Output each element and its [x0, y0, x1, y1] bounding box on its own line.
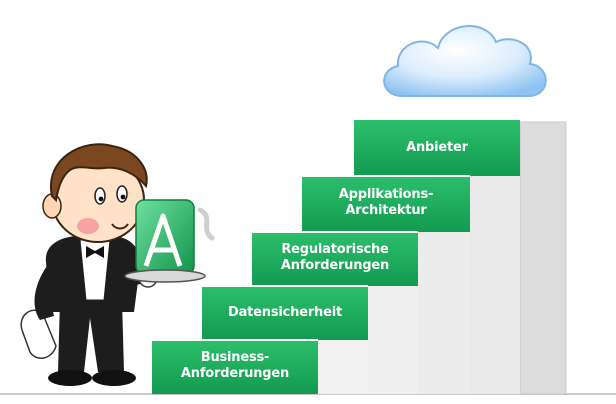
step-label-anbieter: Anbieter — [406, 140, 468, 155]
step-label-applikation: Applikations- Architektur — [338, 187, 434, 218]
step-label-regulatorisch: Regulatorische Anforderungen — [280, 242, 390, 273]
a-logo-icon — [124, 199, 215, 283]
step-anbieter — [354, 120, 520, 176]
step-datensicherheit — [202, 286, 368, 340]
waiter-icon — [20, 143, 158, 386]
step-regulatorisch — [252, 232, 418, 286]
step-label-business: Business- Anforderungen — [180, 350, 290, 381]
step-label-datensicherheit: Datensicherheit — [228, 305, 342, 320]
steps — [152, 120, 520, 394]
step-business — [152, 340, 318, 394]
cloud-icon — [383, 25, 547, 97]
step-applikation — [302, 176, 470, 232]
